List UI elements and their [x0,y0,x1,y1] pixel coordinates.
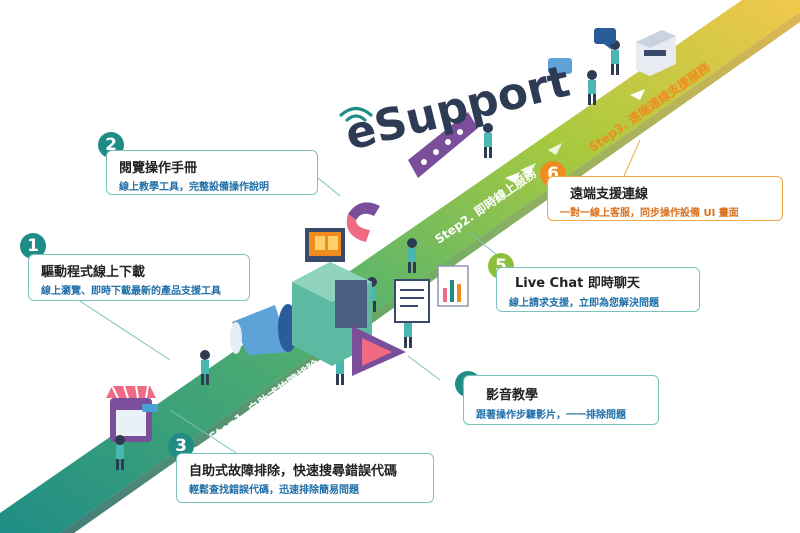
callout-4-desc: 跟著操作步驟影片，一一排除問題 [476,410,626,421]
callout-3: 自助式故障排除，快速搜尋錯誤代碼 輕鬆查找錯誤代碼，迅速排除簡易問題 [176,453,434,503]
callout-4: 影音教學 跟著操作步驟影片，一一排除問題 [463,375,659,425]
callout-2: 閱覽操作手冊 線上教學工具，完整設備操作說明 [106,150,318,195]
callout-1-desc: 線上瀏覽、即時下載最新的產品支援工具 [41,286,221,297]
callout-5-desc: 線上請求支援，立即為您解決問題 [509,298,659,309]
magnet-icon [346,202,380,242]
callout-4-title: 影音教學 [486,388,539,403]
callout-6: 遠端支援連線 一對一線上客服，同步操作設備 UI 畫面 [547,176,783,221]
chart-board-icon [437,265,469,307]
callout-2-title: 閱覽操作手冊 [119,161,198,176]
printer-icon [636,30,676,76]
callout-6-desc: 一對一線上客服，同步操作設備 UI 畫面 [560,208,739,219]
callout-5: Live Chat 即時聊天 線上請求支援，立即為您解決問題 [496,267,700,312]
callout-5-title: Live Chat 即時聊天 [515,276,640,291]
document-icon [394,279,430,323]
callout-1: 驅動程式線上下載 線上瀏覽、即時下載最新的產品支援工具 [28,254,250,301]
mobile-store-icon [106,385,158,442]
callout-6-title: 遠端支援連線 [570,187,649,202]
callout-3-title: 自助式故障排除，快速搜尋錯誤代碼 [189,464,398,479]
callout-2-desc: 線上教學工具，完整設備操作說明 [119,182,269,193]
video-play-icon [352,326,406,376]
callout-3-desc: 輕鬆查找錯誤代碼，迅速排除簡易問題 [189,485,359,496]
megaphone-icon [230,304,298,355]
callout-1-title: 驅動程式線上下載 [41,265,146,280]
chat-bubble-icon [548,28,616,80]
rating-stars-icon [408,112,478,178]
